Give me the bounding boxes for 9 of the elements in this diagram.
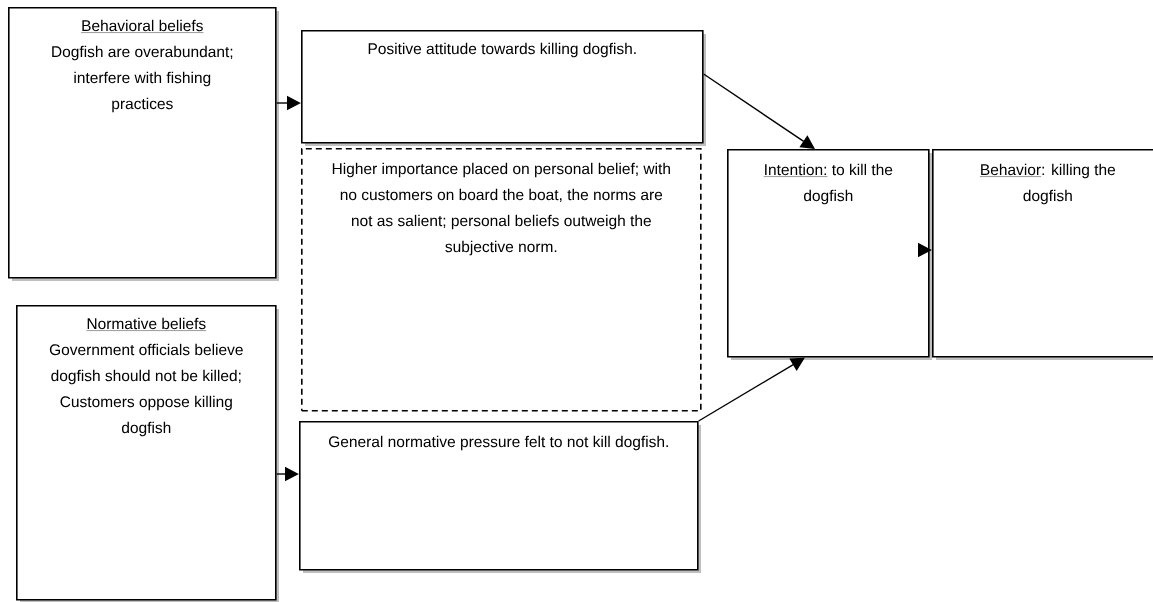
arrow	[702, 73, 815, 149]
process-box: Behavior: killing the dogfish	[932, 149, 1153, 360]
process-box: Positive attitude towards killing dogfish.	[301, 30, 706, 146]
process-box: General normative pressure felt to not kill dogfish.	[299, 421, 701, 573]
belief-box: Normative beliefs Government officials believe dogfish should not be killed; Customers oppose killing dogfish	[16, 305, 279, 602]
arrow	[697, 357, 805, 422]
belief-box: Behavioral beliefs Dogfish are overabundant; interfere with fishing practices	[8, 7, 279, 281]
process-box: Intention: to kill the dogfish	[727, 149, 932, 360]
note-box: Higher importance placed on personal belief; with no customers on board the boat, the norms are not as salient; personal beliefs outweigh the subjective norm.	[301, 148, 702, 412]
